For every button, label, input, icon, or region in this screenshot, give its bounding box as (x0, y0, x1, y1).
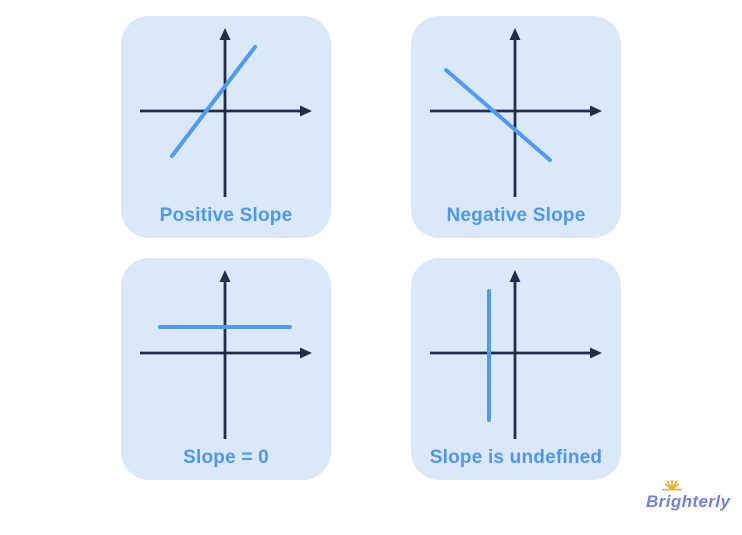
panel-slope-zero: Slope = 0 (121, 258, 331, 480)
arrow-up-icon (509, 28, 521, 40)
arrow-up-icon (509, 270, 521, 282)
panel-label: Slope = 0 (183, 447, 269, 468)
negative-slope-graphic (430, 28, 602, 197)
panel-label: Slope is undefined (429, 447, 603, 468)
slope-undefined-graphic (430, 270, 602, 439)
panel-negative-slope: Negative Slope (411, 16, 621, 238)
brand-name: Brighterly (646, 492, 731, 511)
arrow-right-icon (300, 347, 312, 359)
arrow-up-icon (219, 28, 231, 40)
positive-slope-graphic (140, 28, 312, 197)
arrow-right-icon (300, 105, 312, 117)
sun-icon (662, 479, 682, 491)
arrow-right-icon (590, 105, 602, 117)
panel-positive-slope: Positive Slope (121, 16, 331, 238)
panel-slope-undefined: Slope is undefined (411, 258, 621, 480)
panel-label: Negative Slope (446, 205, 586, 226)
arrow-right-icon (590, 347, 602, 359)
slope-line (170, 45, 257, 158)
slope-line (444, 68, 552, 162)
panel-label: Positive Slope (159, 205, 293, 226)
slope-zero-graphic (140, 270, 312, 439)
brighterly-logo: Brighterly (646, 479, 738, 520)
arrow-up-icon (219, 270, 231, 282)
